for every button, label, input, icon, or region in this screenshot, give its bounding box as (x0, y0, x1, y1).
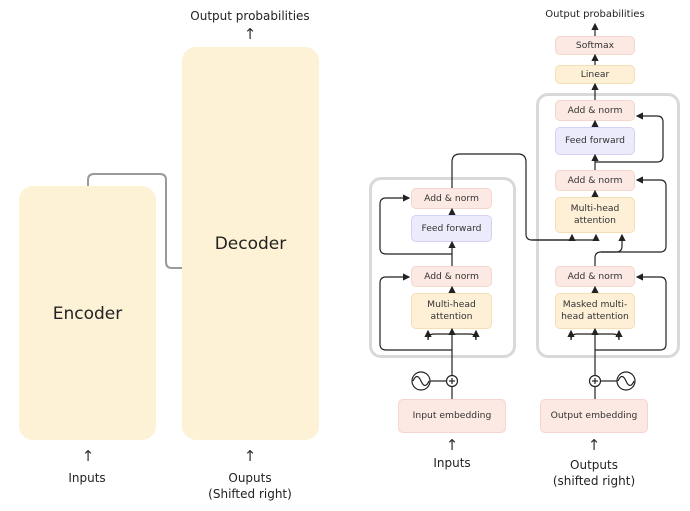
decoder-cross-attention-box: Multi-head attention (555, 197, 635, 233)
encoder-attention-line2: attention (430, 311, 473, 322)
left-outputs-sublabel: (Shifted right) (208, 487, 292, 501)
up-arrow-icon: ↑ (243, 447, 257, 465)
decoder-addnorm-to-cross (594, 233, 626, 266)
decoder-add-norm-bottom: Add & norm (555, 266, 635, 287)
decoder-masked-attention-box: Masked multi- head attention (555, 293, 635, 329)
decoder-stack (536, 93, 680, 358)
encoder-block (19, 186, 156, 440)
encoder-attention-line1: Multi-head (427, 299, 476, 310)
right-outputs-label: Outputs (570, 458, 618, 472)
encoder-multi-head-attention-box: Multi-head attention (411, 293, 492, 329)
right-outputs-sublabel: (shifted right) (552, 474, 636, 488)
right-output-probabilities-label: Output probabilities (545, 9, 645, 20)
encoder-label: Encoder (52, 304, 123, 324)
decoder-positional-encoding (588, 371, 636, 391)
positional-encoding-sine-icon (617, 375, 635, 387)
decoder-masked-attention-line1: Masked multi- (562, 299, 628, 310)
encoder-residual-2 (379, 194, 452, 255)
left-output-probabilities-label: Output probabilities (190, 9, 310, 23)
encoder-to-decoder (451, 153, 576, 241)
left-inputs-label: Inputs (68, 471, 106, 485)
input-embedding-box: Input embedding (398, 399, 506, 433)
decoder-residual-3 (595, 112, 664, 163)
decoder-residual-2 (601, 176, 667, 253)
up-arrow-icon: ↑ (81, 447, 95, 465)
right-inputs-label: Inputs (433, 456, 471, 470)
decoder-label: Decoder (214, 234, 287, 254)
decoder-cross-attention-line2: attention (574, 215, 616, 226)
up-arrow-icon: ↑ (243, 25, 257, 43)
up-arrow-icon: ↑ (587, 436, 601, 454)
left-outputs-label: Ouputs (228, 471, 272, 485)
up-arrow-icon: ↑ (445, 436, 459, 454)
encoder-to-decoder-k (532, 233, 600, 241)
decoder-residual-1 (595, 273, 667, 351)
encoder-stack (369, 177, 516, 358)
positional-encoding-sine-icon (412, 375, 430, 387)
encoder-positional-encoding (411, 371, 459, 391)
output-embedding-box: Output embedding (540, 399, 648, 433)
encoder-decoder-connector (87, 173, 182, 269)
encoder-residual-1 (379, 273, 452, 351)
decoder-cross-attention-line1: Multi-head (570, 203, 620, 214)
decoder-masked-attention-line2: head attention (561, 311, 629, 322)
decoder-feed-forward-box: Feed forward (555, 127, 635, 155)
decoder-block (182, 47, 319, 440)
